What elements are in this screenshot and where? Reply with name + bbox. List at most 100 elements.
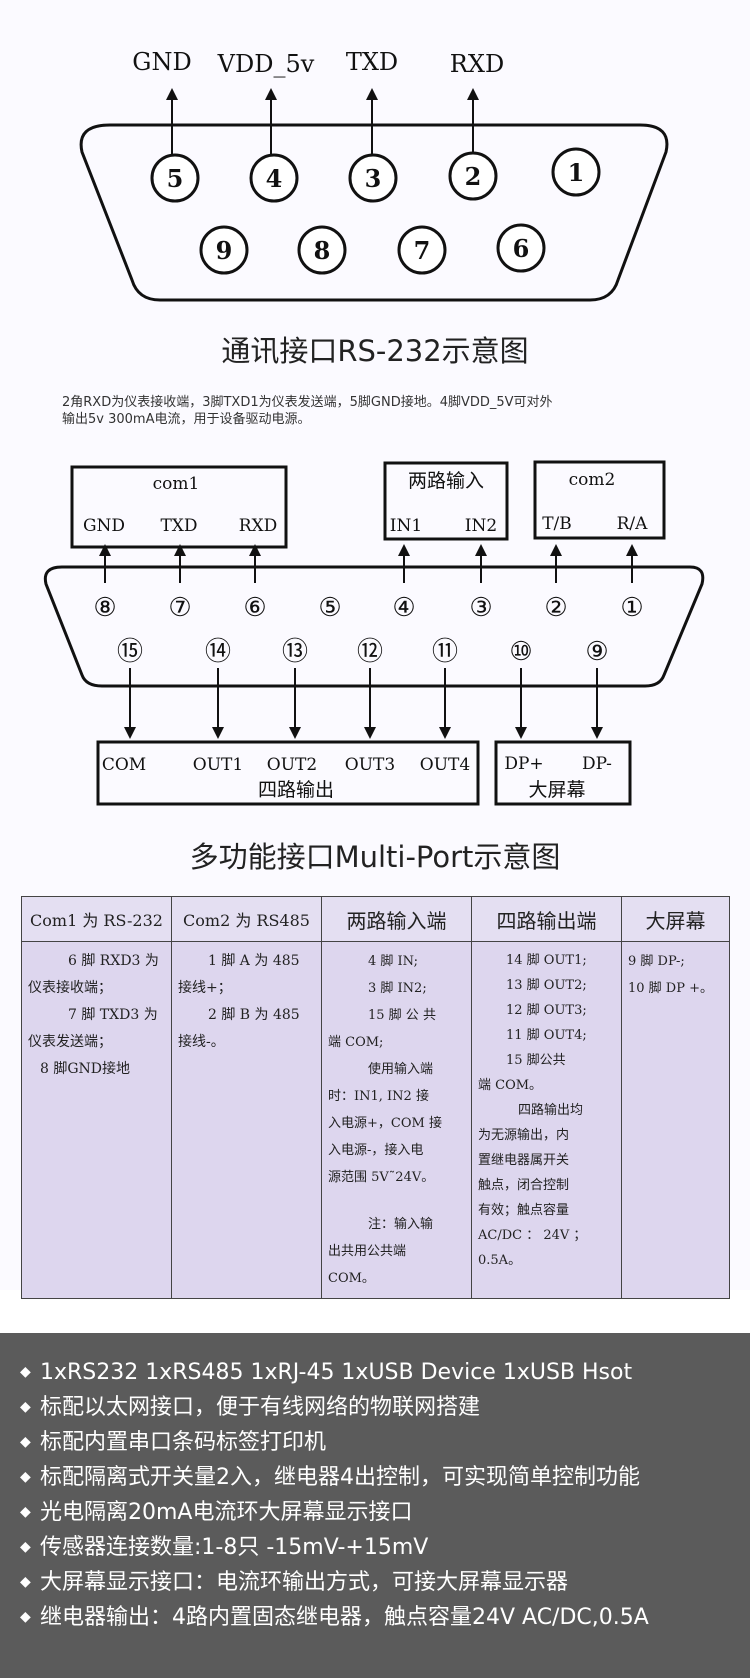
four-output-pin-out2: OUT2	[267, 755, 317, 775]
table-cell-com1: 6 脚 RXD3 为 仪表接收端； 7 脚 TXD3 为 仪表发送端； 8 脚G…	[21, 941, 172, 1299]
db15-pin-11: ⑪	[432, 637, 458, 667]
db15-pin-6: ⑥	[243, 593, 266, 623]
com2-pin-tb: T/B	[542, 514, 572, 534]
four-output-pin-out1: OUT1	[193, 755, 243, 775]
db9-pin-3: 3	[348, 153, 398, 203]
list-item: ◆标配以太网接口，便于有线网络的物联网搭建	[20, 1390, 740, 1425]
db15-pin-10: ⑩	[509, 637, 532, 667]
table-header-com2: Com2 为 RS485	[171, 896, 322, 942]
db9-pin-6: 6	[496, 223, 546, 273]
table-header-four-output: 四路输出端	[471, 896, 622, 942]
table-header-row: Com1 为 RS-232 Com2 为 RS485 两路输入端 四路输出端 大…	[21, 896, 730, 942]
list-item: ◆标配隔离式开关量2入，继电器4出控制，可实现简单控制功能	[20, 1460, 740, 1495]
db15-pin-5: ⑤	[318, 593, 341, 623]
table-cell-big-screen: 9 脚 DP-; 10 脚 DP +。	[621, 941, 730, 1299]
big-screen-title: 大屏幕	[528, 779, 585, 801]
feature-list: ◆1xRS232 1xRS485 1xRJ-45 1xUSB Device 1x…	[20, 1355, 740, 1635]
db9-pin-4: 4	[249, 153, 299, 203]
db9-label-gnd: GND	[132, 48, 191, 76]
svg-text:7: 7	[414, 236, 431, 265]
svg-text:1: 1	[568, 158, 585, 187]
svg-text:8: 8	[314, 236, 331, 265]
big-screen-pin-dp-plus: DP+	[504, 754, 543, 774]
list-item: ◆大屏幕显示接口：电流环输出方式，可接大屏幕显示器	[20, 1565, 740, 1600]
svg-text:9: 9	[216, 236, 233, 265]
db15-pin-15: ⑮	[117, 637, 143, 667]
four-output-pin-out3: OUT3	[345, 755, 395, 775]
db9-pin-5: 5	[150, 153, 200, 203]
com2-title: com2	[569, 470, 616, 490]
db9-label-txd: TXD	[346, 48, 398, 76]
diamond-bullet-icon: ◆	[20, 1574, 31, 1590]
db9-pin-7: 7	[397, 225, 447, 275]
db15-pin-7: ⑦	[168, 593, 191, 623]
big-screen-pin-dp-minus: DP-	[582, 754, 612, 774]
svg-text:3: 3	[365, 164, 382, 193]
db15-pin-1: ①	[620, 593, 643, 623]
svg-text:4: 4	[266, 164, 283, 193]
db15-pin-4: ④	[392, 593, 415, 623]
db15-pin-8: ⑧	[93, 593, 116, 623]
db15-pin-13: ⑬	[282, 637, 308, 667]
table-cell-four-output: 14 脚 OUT1; 13 脚 OUT2; 12 脚 OUT3; 11 脚 OU…	[471, 941, 622, 1299]
table-row: 6 脚 RXD3 为 仪表接收端； 7 脚 TXD3 为 仪表发送端； 8 脚G…	[21, 941, 730, 1299]
com1-title: com1	[153, 474, 200, 494]
db15-pin-14: ⑭	[205, 637, 231, 667]
multiport-caption: 多功能接口Multi-Port示意图	[189, 840, 561, 874]
diamond-bullet-icon: ◆	[20, 1469, 31, 1485]
rs232-note: 2角RXD为仪表接收端，3脚TXD1为仪表发送端，5脚GND接地。4脚VDD_5…	[62, 394, 722, 428]
four-output-box	[96, 740, 480, 806]
db9-label-rxd: RXD	[450, 50, 504, 78]
diamond-bullet-icon: ◆	[20, 1364, 31, 1380]
svg-text:6: 6	[513, 234, 530, 263]
com1-pin-gnd: GND	[83, 516, 125, 536]
list-item: ◆光电隔离20mA电流环大屏幕显示接口	[20, 1495, 740, 1530]
two-input-pin-in1: IN1	[390, 516, 422, 536]
table-cell-com2: 1 脚 A 为 485 接线+； 2 脚 B 为 485 接线-。	[171, 941, 322, 1299]
diamond-bullet-icon: ◆	[20, 1539, 31, 1555]
feature-band	[0, 1333, 750, 1678]
multiport-connector-diagram: com1 GND TXD RXD 两路输入 IN1 IN2 com2 T/B R…	[43, 460, 705, 806]
db15-pin-9: ⑨	[585, 637, 608, 667]
two-input-box	[383, 461, 509, 541]
four-output-title: 四路输出	[258, 779, 334, 801]
four-output-pin-out4: OUT4	[420, 755, 470, 775]
db15-pin-12: ⑫	[357, 637, 383, 667]
db15-pin-3: ③	[469, 593, 492, 623]
diamond-bullet-icon: ◆	[20, 1399, 31, 1415]
list-item: ◆传感器连接数量:1-8只 -15mV-+15mV	[20, 1530, 740, 1565]
rs232-note-line2: 输出5v 300mA电流，用于设备驱动电源。	[62, 412, 311, 427]
rs232-caption: 通讯接口RS-232示意图	[221, 334, 529, 368]
db9-pin-9: 9	[199, 225, 249, 275]
db9-label-vdd: VDD_5v	[217, 50, 315, 78]
db9-pin-2: 2	[448, 151, 498, 201]
list-item: ◆标配内置串口条码标签打印机	[20, 1425, 740, 1460]
big-screen-box	[494, 740, 632, 806]
com1-pin-rxd: RXD	[239, 516, 278, 536]
com2-box	[533, 460, 666, 540]
list-item: ◆1xRS232 1xRS485 1xRJ-45 1xUSB Device 1x…	[20, 1355, 740, 1390]
rs232-connector-diagram: GND VDD_5v TXD RXD 5 4 3 2 1 9 8 7 6	[79, 48, 669, 302]
diamond-bullet-icon: ◆	[20, 1609, 31, 1625]
db9-pin-1: 1	[551, 147, 601, 197]
two-input-pin-in2: IN2	[465, 516, 497, 536]
four-output-pin-com: COM	[102, 755, 146, 775]
diamond-bullet-icon: ◆	[20, 1434, 31, 1450]
db9-shell	[79, 123, 669, 302]
rs232-note-line1: 2角RXD为仪表接收端，3脚TXD1为仪表发送端，5脚GND接地。4脚VDD_5…	[62, 395, 553, 410]
table-cell-two-input: 4 脚 IN; 3 脚 IN2; 15 脚 公 共 端 COM; 使用输入端 时…	[321, 941, 472, 1299]
two-input-title: 两路输入	[408, 470, 484, 492]
svg-text:2: 2	[465, 162, 482, 191]
diamond-bullet-icon: ◆	[20, 1504, 31, 1520]
list-item: ◆继电器输出：4路内置固态继电器，触点容量24V AC/DC,0.5A	[20, 1600, 740, 1635]
table-header-two-input: 两路输入端	[321, 896, 472, 942]
com1-pin-txd: TXD	[160, 516, 197, 536]
db15-pin-2: ②	[544, 593, 567, 623]
db15-shell	[43, 565, 705, 688]
svg-text:5: 5	[167, 164, 184, 193]
table-header-com1: Com1 为 RS-232	[21, 896, 172, 942]
table-header-big-screen: 大屏幕	[621, 896, 730, 942]
com2-pin-ra: R/A	[617, 514, 649, 534]
pin-definition-table: Com1 为 RS-232 Com2 为 RS485 两路输入端 四路输出端 大…	[21, 896, 730, 1299]
db9-pin-8: 8	[297, 225, 347, 275]
